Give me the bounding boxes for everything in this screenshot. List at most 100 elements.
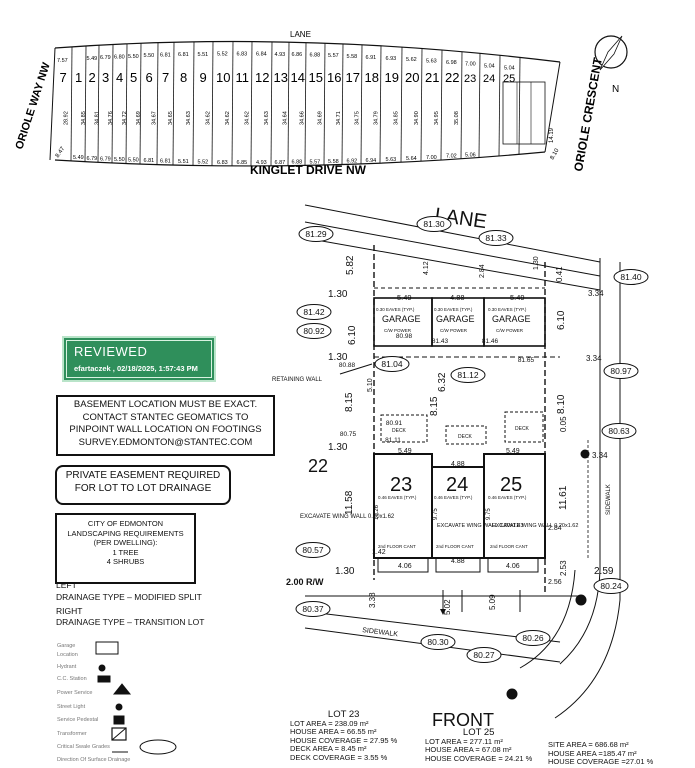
garage-legend-icon — [95, 641, 119, 655]
elevation-deck-b: 81.11 — [385, 437, 401, 444]
drainage-right-type: DRAINAGE TYPE – TRANSITION LOT — [56, 617, 205, 627]
elevation-right-2: 80.97 — [610, 366, 632, 376]
site-plan — [304, 204, 621, 719]
key-lot-divider — [70, 46, 73, 161]
garage-label-23: GARAGE — [382, 314, 421, 324]
key-lot-number: 10 — [216, 70, 230, 85]
elevation-g1: 80.98 — [396, 333, 413, 340]
legend-transformer: Transformer — [57, 731, 87, 737]
key-bottom-width: 6.81 — [144, 158, 155, 164]
key-top-width: 5.04 — [484, 64, 495, 70]
cant-25 — [487, 557, 539, 573]
key-lot-depth: 35.08 — [454, 111, 460, 125]
elevation-left-garage: 81.42 — [303, 307, 325, 317]
elevation-f-m2: 80.27 — [473, 650, 495, 660]
key-lot-number: 17 — [346, 70, 360, 85]
legend-cc-station: C.C. Station — [57, 676, 87, 682]
key-lot-divider — [270, 41, 273, 166]
elevation-r2: 81.04 — [381, 359, 403, 369]
street-label-bottom: KINGLET DRIVE NW — [250, 163, 367, 177]
easement-notice: PRIVATE EASEMENT REQUIRED FOR LOT TO LOT… — [55, 465, 231, 505]
key-lot-number: 3 — [102, 70, 109, 85]
key-lot-divider — [287, 42, 290, 166]
key-lot-number: 23 — [464, 73, 476, 85]
dimension-right-334: 3.34 — [588, 289, 604, 298]
cant-note: 2nd FLOOR CANT — [378, 544, 416, 549]
key-lot-number: 22 — [445, 70, 459, 85]
key-lot-number: 16 — [327, 70, 341, 85]
elevation-lane-r: 81.33 — [485, 233, 507, 243]
key-right-line — [544, 61, 561, 153]
legend-location: Location — [57, 652, 78, 658]
retaining-wall-label: RETAINING WALL — [272, 377, 323, 383]
stats-title: LOT 23 — [327, 709, 360, 720]
key-lot-divider — [379, 45, 382, 164]
sidewalk-label-right: SIDEWALK — [606, 484, 612, 515]
key-lot-depth: 34.62 — [225, 111, 231, 125]
front-eaves-note: 0.46 EAVES (TYP.) — [434, 495, 473, 500]
dimension-front-253: 2.53 — [559, 560, 568, 576]
legend-drainage-direction: Direction Of Surface Drainage — [57, 757, 131, 763]
cant-note: 2nd FLOOR CANT — [436, 544, 474, 549]
key-lot-depth: 34.95 — [434, 111, 440, 125]
dimension-lane-w3: 1.30 — [533, 256, 540, 270]
key-lot-number: 14 — [291, 70, 305, 85]
garage-label-24: GARAGE — [436, 314, 475, 324]
house-23 — [373, 453, 433, 559]
key-top-width: 7.00 — [465, 62, 476, 68]
elevation-bubble — [601, 423, 637, 439]
key-bottom-width: 6.83 — [217, 160, 228, 166]
dimension-h-975: 9.75 — [433, 508, 439, 520]
key-bottom-width: 6.88 — [292, 160, 303, 166]
elevation-f-m: 80.30 — [427, 637, 449, 647]
key-lot-number: 4 — [116, 70, 123, 85]
wing-wall-note-25: EXCAVATE WING WALL 0.20x1.62 — [492, 523, 578, 529]
legend-street-light: Street Light — [57, 704, 86, 710]
deck-label: DECK — [392, 428, 407, 434]
drainage-direction-legend-icon — [139, 739, 177, 755]
sidewalk-label: SIDEWALK — [362, 627, 399, 638]
drainage-left-type: DRAINAGE TYPE – MODIFIED SPLIT — [56, 592, 202, 602]
key-left-line — [49, 47, 56, 161]
key-bottom-width: 6.87 — [275, 160, 286, 166]
key-lot-number: 9 — [200, 70, 207, 85]
key-lot-number: 5 — [130, 70, 137, 85]
dimension-g-w2: 4.88 — [450, 293, 465, 302]
key-lot-depth: 34.63 — [186, 111, 192, 125]
curb-return — [519, 569, 576, 669]
key-lot-divider — [420, 48, 423, 162]
dimension-h-w2: 4.88 — [451, 461, 465, 468]
dimension-gap-1-30: 1.30 — [328, 442, 348, 453]
elevation-bubble — [613, 269, 649, 285]
key-bottom-width: 5.50 — [114, 157, 125, 163]
key-lot-number: 7 — [162, 70, 169, 85]
key-lot-depth: 34.75 — [355, 111, 361, 125]
right-street-edge — [554, 262, 621, 719]
dimension-front-509: 5.09 — [488, 594, 497, 610]
stamp-signature: efartaczek , 02/18/2025, 1:57:43 PM — [74, 364, 198, 373]
legend-garage: Garage — [57, 643, 76, 649]
retaining-wall-leader — [339, 363, 373, 375]
street-label-left: ORIOLE WAY NW — [13, 61, 53, 151]
key-lot-number: 19 — [385, 70, 399, 85]
key-top-width: 5.62 — [406, 57, 417, 63]
key-lot-number: 2 — [89, 70, 96, 85]
key-lot-divider — [84, 45, 87, 162]
elevation-bubble — [420, 634, 456, 650]
elevation-g2: 81.43 — [432, 338, 449, 345]
key-lot-depth: 34.72 — [122, 111, 128, 125]
key-top-width: 6.84 — [256, 52, 267, 58]
elevation-lane-mid: 81.30 — [423, 219, 445, 229]
notice-line: BASEMENT LOCATION MUST BE EXACT. — [73, 399, 258, 410]
lot-22-label: 22 — [308, 456, 328, 476]
notice-line: 4 SHRUBS — [106, 557, 145, 566]
key-top-width: 5.49 — [87, 56, 98, 62]
dimension-lane-w1: 4.12 — [423, 261, 430, 275]
elevation-bubbles: 81.2981.3081.3381.4081.4280.9280.9881.43… — [295, 216, 649, 663]
key-lot-divider — [139, 43, 142, 165]
street-light-legend-icon — [115, 703, 123, 711]
key-lot-number: 1 — [75, 70, 82, 85]
transformer-legend-slash — [111, 727, 127, 741]
